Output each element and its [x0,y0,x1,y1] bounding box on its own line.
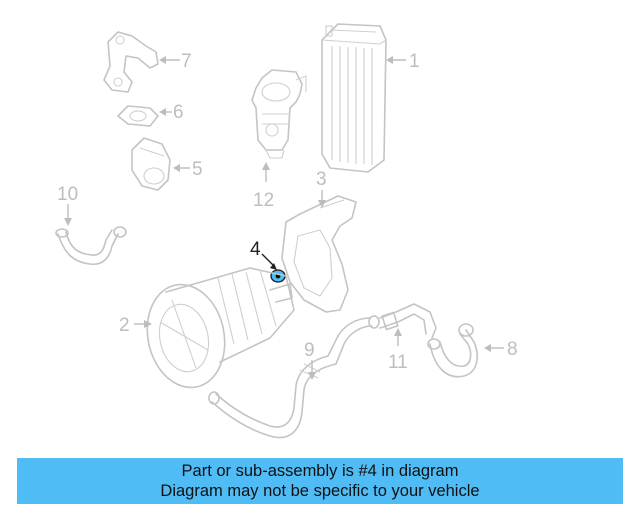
callout-11: 11 [388,352,408,373]
part-1-canister [321,23,387,173]
callout-6: 6 [173,102,184,123]
part-8-hose [427,323,478,378]
callout-10: 10 [57,184,78,205]
info-banner: Part or sub-assembly is #4 in diagram Di… [17,458,623,504]
part-9-hose [208,315,380,439]
callout-1: 1 [409,51,420,72]
part-6-gasket [117,105,159,127]
callout-2: 2 [119,315,130,336]
callout-12: 12 [253,190,274,211]
banner-line-2: Diagram may not be specific to your vehi… [160,482,480,500]
part-2-air-pump [146,267,295,389]
part-10-hose [55,226,127,266]
callout-5: 5 [192,159,203,180]
part-3-bracket [281,195,357,313]
callout-9: 9 [304,340,315,361]
part-12-valve [251,69,307,159]
part-7-pipe [103,31,159,93]
parts-diagram: 1 12 7 6 5 10 [55,23,518,439]
callout-7: 7 [181,51,192,72]
banner-line-1: Part or sub-assembly is #4 in diagram [181,462,459,480]
part-5-fitting [131,137,171,191]
callout-4: 4 [250,239,261,260]
part-11-connector [379,303,437,339]
callout-8: 8 [507,339,518,360]
callout-3: 3 [316,169,327,190]
